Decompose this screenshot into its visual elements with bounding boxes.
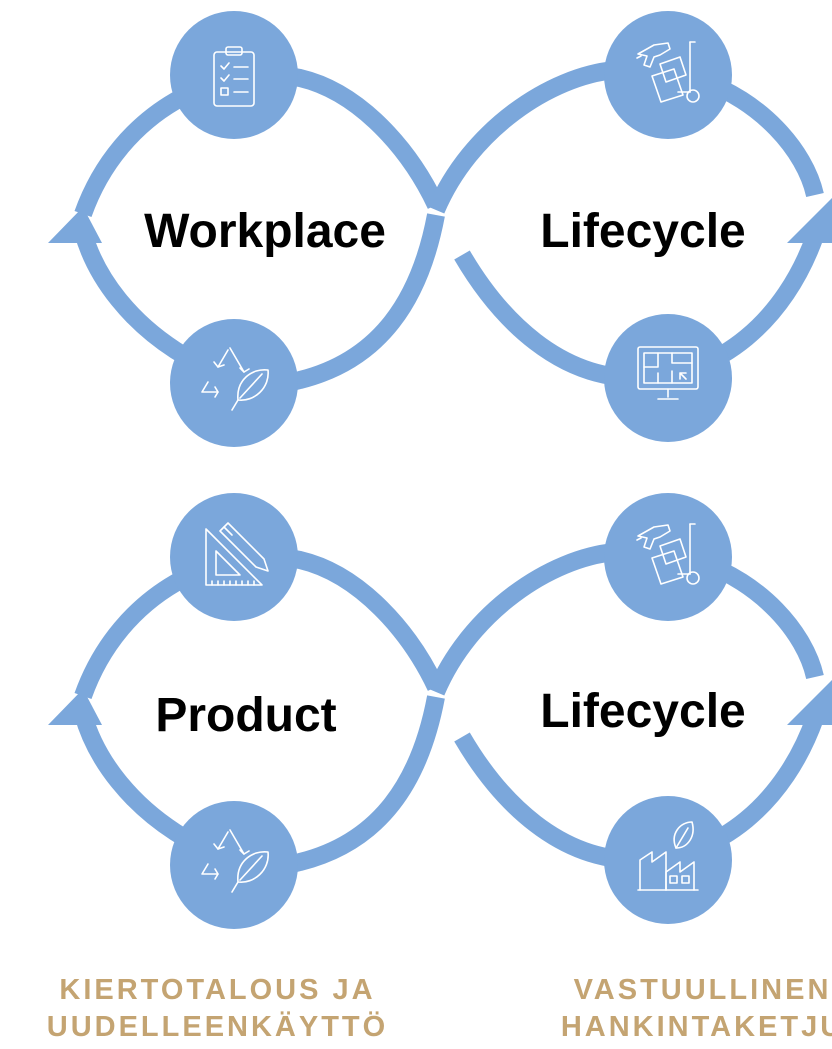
caption-left: KIERTOTALOUS JA UUDELLEENKÄYTTÖ [20, 972, 415, 1046]
bottom-right-top-node [604, 493, 732, 621]
bottom-loop-left-label: Product [155, 689, 336, 742]
caption-right-line-2: HANKINTAKETJU [560, 1011, 832, 1043]
bottom-loop-left-lower-arc [74, 695, 445, 875]
caption-right: VASTUULLINEN HANKINTAKETJU [505, 972, 832, 1046]
top-left-top-node [170, 11, 298, 139]
bottom-loop-right-label: Lifecycle [540, 685, 745, 738]
top-loop-right-label: Lifecycle [540, 205, 745, 258]
top-loop-left-lower-arc [74, 213, 445, 393]
caption-left-line-1: KIERTOTALOUS JA [59, 974, 376, 1006]
caption-right-line-1: VASTUULLINEN [573, 974, 832, 1006]
top-loop-right-arrowhead [787, 198, 832, 243]
top-loop-left-label: Workplace [144, 205, 386, 258]
bottom-left-bottom-node [170, 801, 298, 929]
bottom-loop-left-arrowhead [48, 689, 102, 725]
top-loop-left-arrowhead [48, 207, 102, 243]
top-right-top-node [604, 11, 732, 139]
bottom-loop-crossing [427, 543, 617, 696]
top-left-bottom-node [170, 319, 298, 447]
caption-left-line-2: UUDELLEENKÄYTTÖ [46, 1011, 389, 1043]
bottom-loop-right-arrowhead [787, 680, 832, 725]
bottom-right-bottom-node [604, 796, 732, 924]
top-right-bottom-node [604, 314, 732, 442]
top-loop-crossing [427, 61, 617, 214]
lifecycle-diagram: Workplace Lifecycle Product Lifecycle [48, 11, 832, 929]
